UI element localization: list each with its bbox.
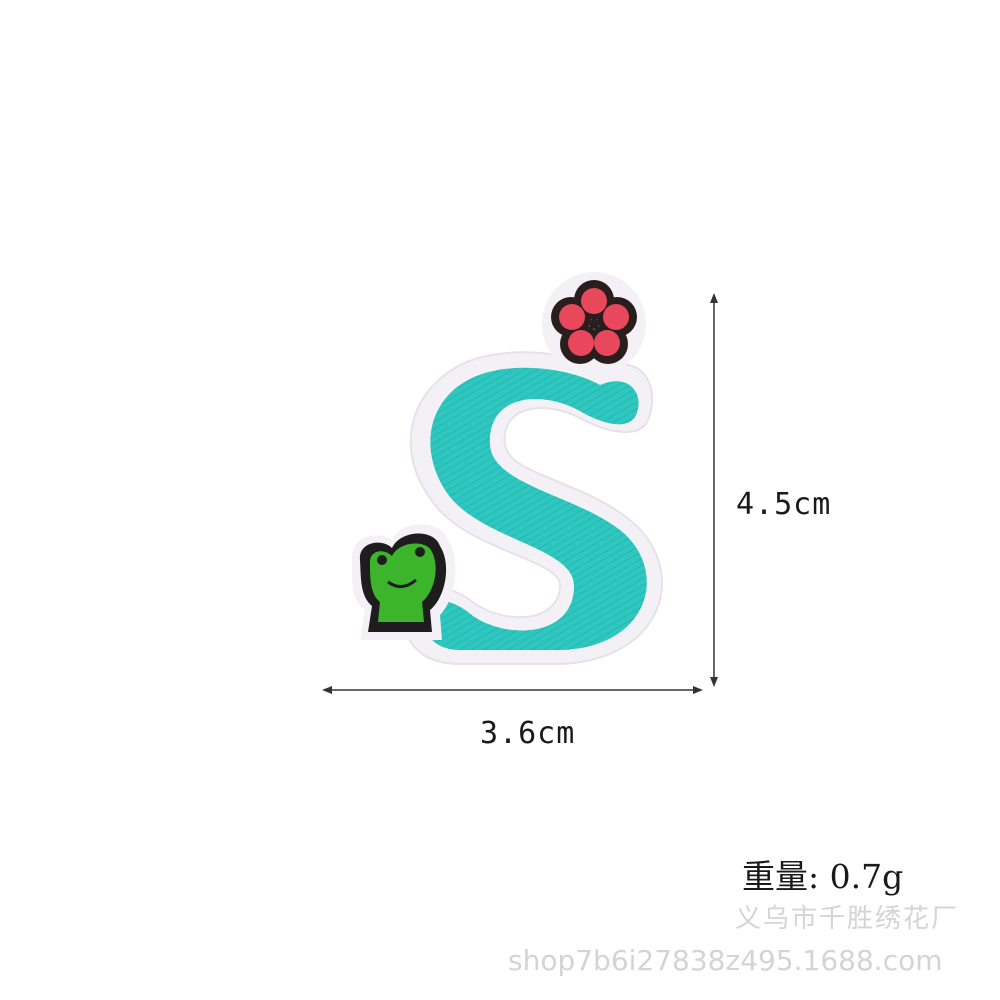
watermark-url: shop7b6i27838z495.1688.com [508, 944, 943, 977]
flower-icon [542, 272, 646, 376]
frog-icon [351, 524, 456, 640]
width-dimension-line [322, 686, 703, 694]
height-label: 4.5cm [736, 487, 832, 522]
watermark-shop-name: 义乌市千胜绣花厂 [735, 904, 960, 934]
height-dimension-line [710, 293, 718, 687]
letter-s [423, 367, 647, 650]
width-label: 3.6cm [480, 716, 576, 751]
weight-label: 重量: 0.7g [742, 857, 904, 896]
